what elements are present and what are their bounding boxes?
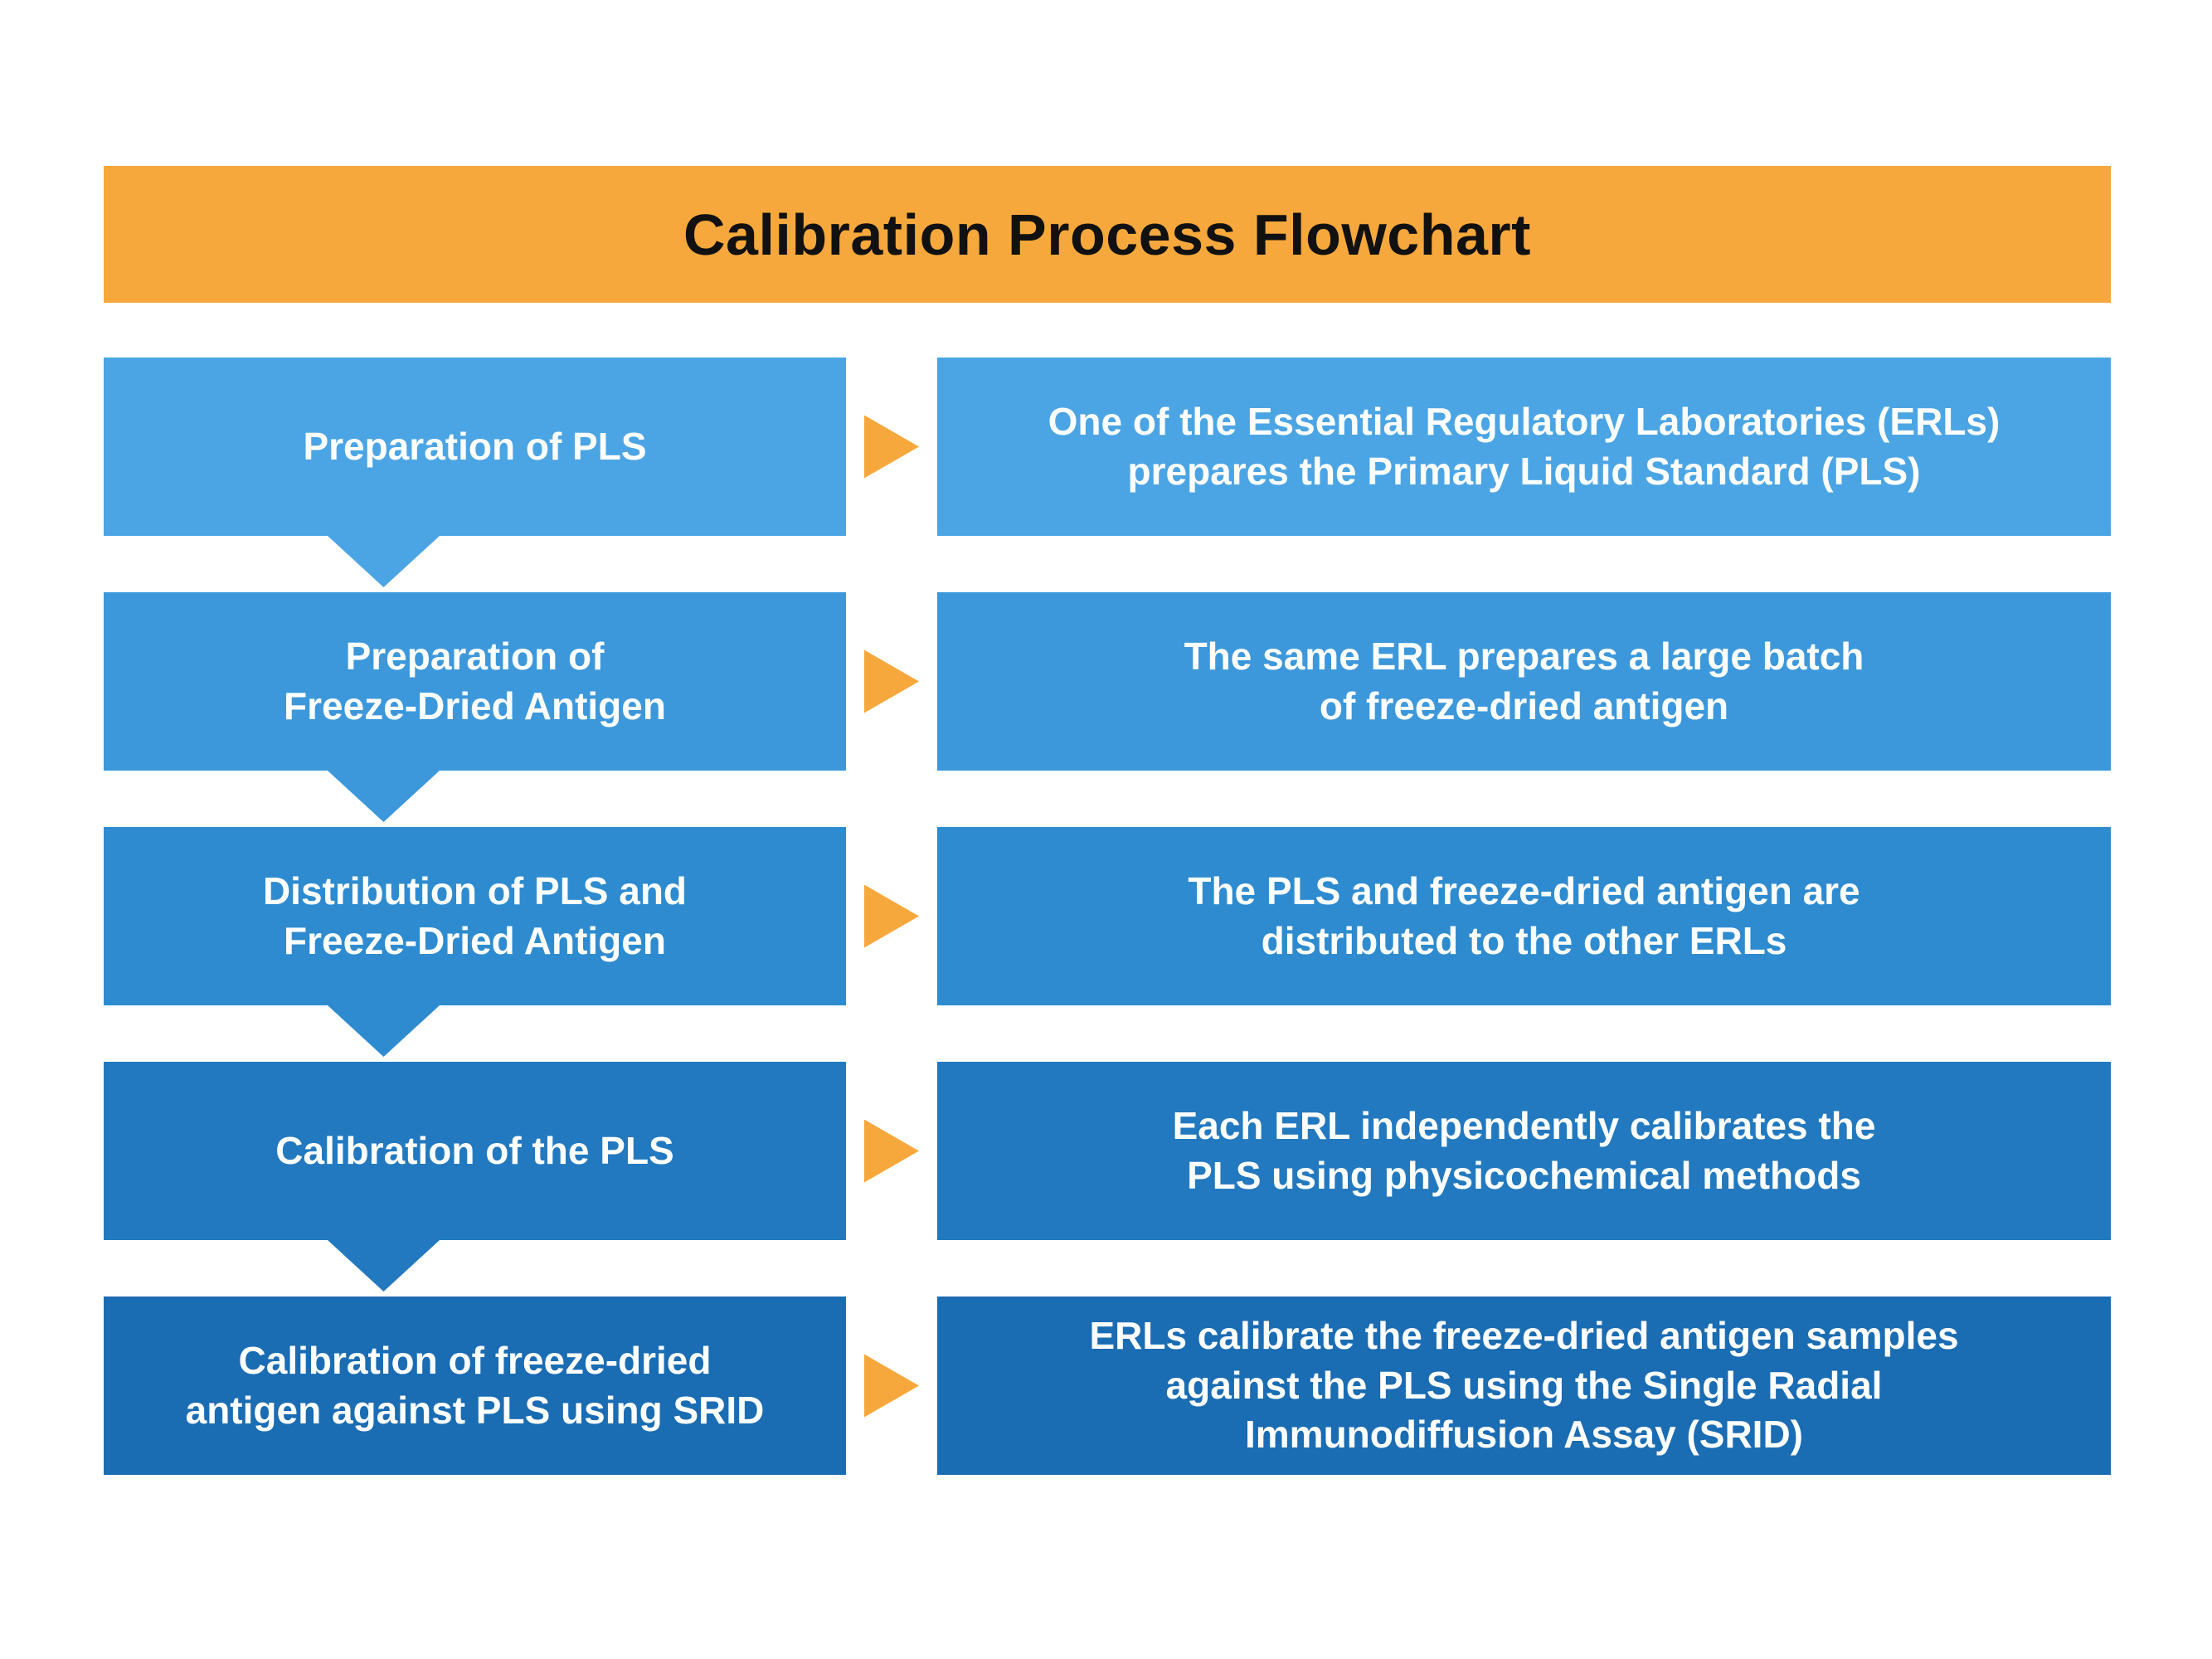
step-column: Preparation of PLS bbox=[104, 358, 846, 587]
step-description: The same ERL prepares a large batch of f… bbox=[1184, 634, 1864, 727]
down-arrow-icon bbox=[328, 1005, 440, 1057]
page-title: Calibration Process Flowchart bbox=[683, 202, 1531, 267]
step-label-box: Distribution of PLS and Freeze-Dried Ant… bbox=[104, 827, 846, 1005]
step-description-box: ERLs calibrate the freeze-dried antigen … bbox=[937, 1297, 2111, 1475]
step-description-box: The same ERL prepares a large batch of f… bbox=[937, 592, 2111, 771]
title-bar: Calibration Process Flowchart bbox=[104, 166, 2111, 303]
flowchart-row: Preparation of PLS One of the Essential … bbox=[104, 358, 2111, 587]
step-label-box: Preparation of PLS bbox=[104, 358, 846, 536]
flowchart-row: Distribution of PLS and Freeze-Dried Ant… bbox=[104, 827, 2111, 1057]
step-label: Calibration of the PLS bbox=[275, 1128, 674, 1172]
down-arrow-icon bbox=[328, 1240, 440, 1292]
step-label: Distribution of PLS and Freeze-Dried Ant… bbox=[262, 868, 688, 962]
arrow-zone bbox=[846, 1062, 937, 1240]
step-column: Calibration of the PLS bbox=[104, 1062, 846, 1292]
step-description-box: One of the Essential Regulatory Laborato… bbox=[937, 358, 2111, 536]
step-label-box: Preparation of Freeze-Dried Antigen bbox=[104, 592, 846, 771]
down-arrow-icon bbox=[328, 536, 440, 587]
step-description-box: Each ERL independently calibrates the PL… bbox=[937, 1062, 2111, 1240]
right-arrow-icon bbox=[864, 415, 919, 479]
flowchart-row: Calibration of freeze-dried antigen agai… bbox=[104, 1297, 2111, 1475]
arrow-zone bbox=[846, 827, 937, 1005]
step-label-box: Calibration of freeze-dried antigen agai… bbox=[104, 1297, 846, 1475]
step-label-box: Calibration of the PLS bbox=[104, 1062, 846, 1240]
arrow-zone bbox=[846, 358, 937, 536]
step-label: Preparation of PLS bbox=[303, 424, 647, 468]
right-arrow-icon bbox=[864, 649, 919, 713]
step-description-box: The PLS and freeze-dried antigen are dis… bbox=[937, 827, 2111, 1005]
step-label: Preparation of Freeze-Dried Antigen bbox=[284, 634, 666, 727]
flowchart-row: Preparation of Freeze-Dried Antigen The … bbox=[104, 592, 2111, 822]
step-description: The PLS and freeze-dried antigen are dis… bbox=[1188, 868, 1860, 962]
step-column: Calibration of freeze-dried antigen agai… bbox=[104, 1297, 846, 1475]
right-arrow-icon bbox=[864, 1354, 919, 1418]
step-description: ERLs calibrate the freeze-dried antigen … bbox=[1089, 1313, 1959, 1457]
step-column: Preparation of Freeze-Dried Antigen bbox=[104, 592, 846, 822]
right-arrow-icon bbox=[864, 1119, 919, 1183]
arrow-zone bbox=[846, 592, 937, 771]
flowchart-row: Calibration of the PLS Each ERL independ… bbox=[104, 1062, 2111, 1292]
right-arrow-icon bbox=[864, 884, 919, 948]
flowchart: Calibration Process Flowchart Preparatio… bbox=[104, 166, 2111, 1475]
step-description: One of the Essential Regulatory Laborato… bbox=[1048, 399, 2001, 493]
step-column: Distribution of PLS and Freeze-Dried Ant… bbox=[104, 827, 846, 1057]
arrow-zone bbox=[846, 1297, 937, 1475]
flowchart-rows: Preparation of PLS One of the Essential … bbox=[104, 358, 2111, 1475]
step-label: Calibration of freeze-dried antigen agai… bbox=[185, 1338, 765, 1432]
step-description: Each ERL independently calibrates the PL… bbox=[1172, 1103, 1876, 1197]
down-arrow-icon bbox=[328, 771, 440, 822]
